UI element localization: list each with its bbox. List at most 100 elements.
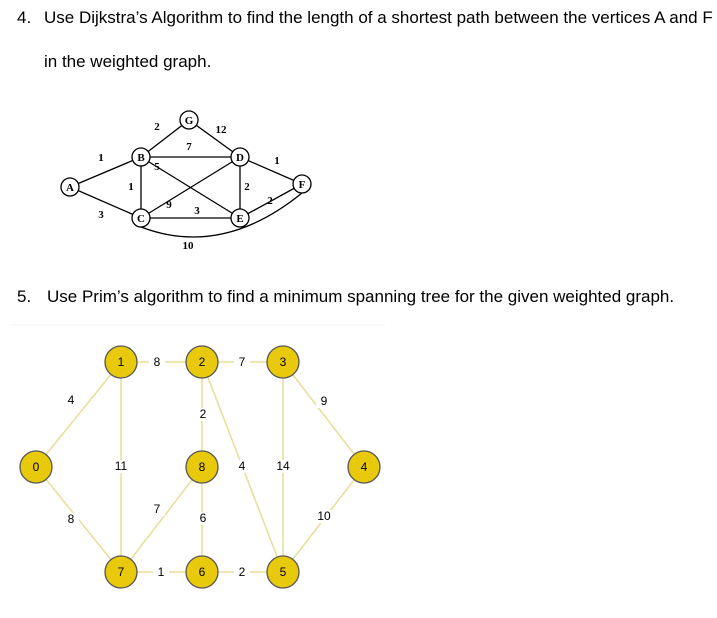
edge-weight-bg [234,356,250,369]
edge-weight-B-E: 5 [154,161,160,173]
edge-weight-bg [63,513,79,526]
edge-weight-bg [149,503,165,516]
edge-weight-bg [63,394,79,407]
edge-weight-n2-n5: 4 [239,459,246,473]
edge-B-G [140,119,190,158]
vertex-circle [179,110,199,130]
question-4-number: 4. [17,8,32,27]
edge-n3-n4 [282,361,365,468]
vertex-circle [185,345,219,379]
vertex-n0: 0 [19,450,53,484]
vertex-circle [292,174,312,194]
vertex-F: F [292,174,312,194]
vertex-label: 2 [199,355,206,369]
edge-C-F [140,192,303,238]
edge-G-D [188,119,241,158]
edge-weight-B-D: 7 [186,141,192,153]
vertex-circle [230,147,250,167]
vertex-n1: 1 [104,345,138,379]
edge-weight-n2-n8: 2 [200,407,207,421]
vertex-B: B [131,147,151,167]
edge-weight-n1-n7: 11 [115,459,128,473]
edge-weight-n4-n5: 10 [317,509,331,523]
vertex-circle [60,177,80,197]
question-4-text-line-2: in the weighted graph. [44,52,212,71]
vertex-label: E [236,213,243,225]
edge-weight-n3-n4: 9 [321,394,328,408]
edge-weight-bg [275,460,291,473]
vertex-label: 5 [280,565,287,579]
vertex-circle [131,147,151,167]
vertex-n4: 4 [347,450,381,484]
question-4-text-line-1: Use Dijkstra’s Algorithm to find the len… [44,8,713,27]
edge-E-F [239,183,303,219]
edge-A-B [69,156,142,188]
edge-A-C [69,186,142,219]
vertex-label: 4 [361,460,368,474]
edge-weight-E-F: 2 [267,195,273,207]
edge-weight-n6-n5: 2 [239,565,246,579]
vertex-n5: 5 [266,555,300,589]
vertex-circle [185,450,219,484]
vertex-label: 0 [33,460,40,474]
edge-weight-n3-n5: 14 [276,459,290,473]
edge-weight-bg [195,512,211,525]
edge-weight-n2-n3: 7 [239,355,246,369]
vertex-label: 3 [280,355,287,369]
vertex-label: 1 [118,355,125,369]
edge-weight-C-D: 9 [166,199,172,211]
edge-weight-A-C: 3 [98,209,104,221]
edge-weight-n8-n7: 7 [154,502,161,516]
vertex-circle [266,555,300,589]
vertex-n3: 3 [266,345,300,379]
edge-weight-n0-n7: 8 [68,512,75,526]
edge-weight-n7-n6: 1 [158,565,165,579]
vertex-n6: 6 [185,555,219,589]
vertex-circle [347,450,381,484]
vertex-label: 7 [118,565,125,579]
edge-weight-C-F: 10 [183,240,195,252]
vertex-circle [185,555,219,589]
question-5-number: 5. [17,287,32,306]
vertex-label: 6 [199,565,206,579]
edge-weight-bg [234,460,250,473]
edge-weight-bg [149,356,165,369]
vertex-circle [104,555,138,589]
vertex-label: D [236,152,244,164]
edge-n8-n7 [120,466,203,573]
edge-weight-D-E: 2 [244,181,250,193]
vertex-label: C [137,213,145,225]
vertex-circle [131,208,151,228]
edge-weight-A-B: 1 [98,152,104,164]
vertex-n8: 8 [185,450,219,484]
vertex-n2: 2 [185,345,219,379]
edge-weight-bg [153,566,169,579]
vertex-circle [230,208,250,228]
edge-C-D [140,156,241,219]
edge-weight-n8-n6: 6 [200,511,207,525]
vertex-circle [266,345,300,379]
edge-weight-bg [195,408,211,421]
vertex-n7: 7 [104,555,138,589]
vertex-circle [19,450,53,484]
vertex-label: G [185,115,194,127]
edge-weight-n0-n1: 4 [68,393,75,407]
edge-weight-B-C: 1 [128,181,134,193]
vertex-label: A [66,182,74,194]
edge-weight-n1-n2: 8 [154,355,161,369]
dijkstra-nodes: A B C G D E F [60,110,312,228]
vertex-D: D [230,147,250,167]
vertex-label: F [299,179,306,191]
edge-weight-bg [113,460,129,473]
edge-n0-n1 [35,361,122,468]
edge-weight-G-D: 12 [216,124,228,136]
edge-weight-B-G: 2 [154,121,160,133]
edge-D-F [239,156,303,185]
vertex-circle [104,345,138,379]
edge-weight-bg [316,510,332,523]
vertex-A: A [60,177,80,197]
